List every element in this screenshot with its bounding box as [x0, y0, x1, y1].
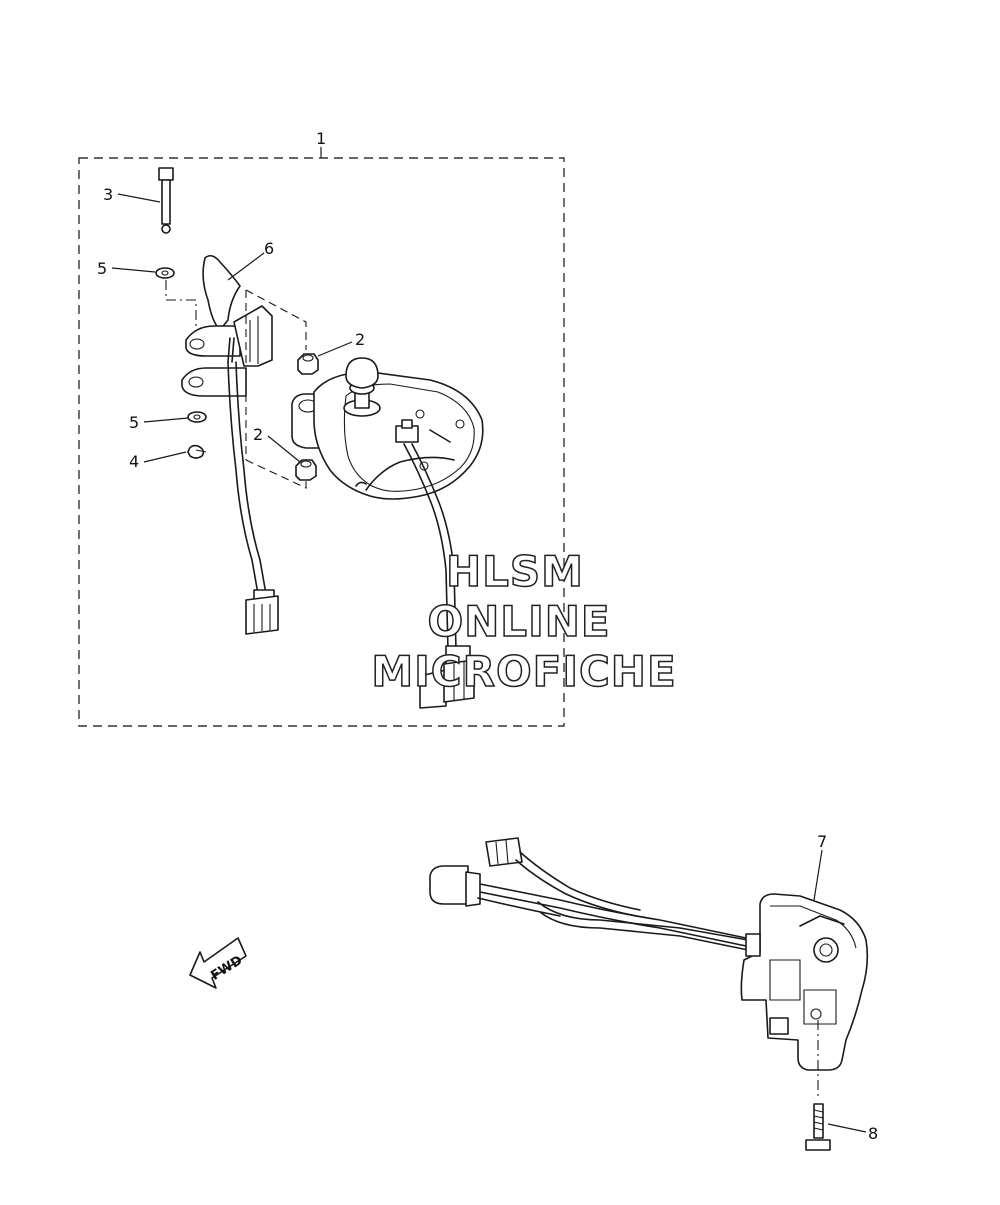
handlebar-switch-part — [429, 837, 869, 1071]
washer-upper-part — [155, 267, 175, 279]
clip-part — [187, 444, 207, 459]
callout-2-lower[interactable]: 2 — [253, 425, 263, 444]
callout-6[interactable]: 6 — [264, 239, 274, 258]
nut-upper-part — [297, 353, 319, 375]
callout-7[interactable]: 7 — [817, 832, 827, 851]
watermark-line-2: ONLINE — [427, 597, 610, 646]
callout-5-lower[interactable]: 5 — [129, 413, 139, 432]
callout-2-upper[interactable]: 2 — [355, 330, 365, 349]
callout-1[interactable]: 1 — [316, 129, 326, 148]
callout-8[interactable]: 8 — [868, 1124, 878, 1143]
fwd-arrow-icon: FWD — [189, 937, 247, 989]
lever-part — [185, 254, 273, 367]
housing-wire-harness — [403, 443, 475, 709]
screw-part — [805, 1103, 831, 1151]
throttle-housing-part — [291, 357, 484, 500]
watermark: HLSM ONLINE MICROFICHE — [371, 546, 677, 697]
callout-5-upper[interactable]: 5 — [97, 259, 107, 278]
lever-wire-harness — [227, 361, 279, 635]
washer-lower-part — [187, 411, 207, 423]
watermark-line-1: HLSM — [446, 547, 584, 596]
callout-3[interactable]: 3 — [103, 185, 113, 204]
callout-4[interactable]: 4 — [129, 452, 139, 471]
bolt-part — [158, 167, 174, 234]
nut-lower-part — [295, 459, 317, 481]
watermark-line-3: MICROFICHE — [371, 647, 676, 696]
